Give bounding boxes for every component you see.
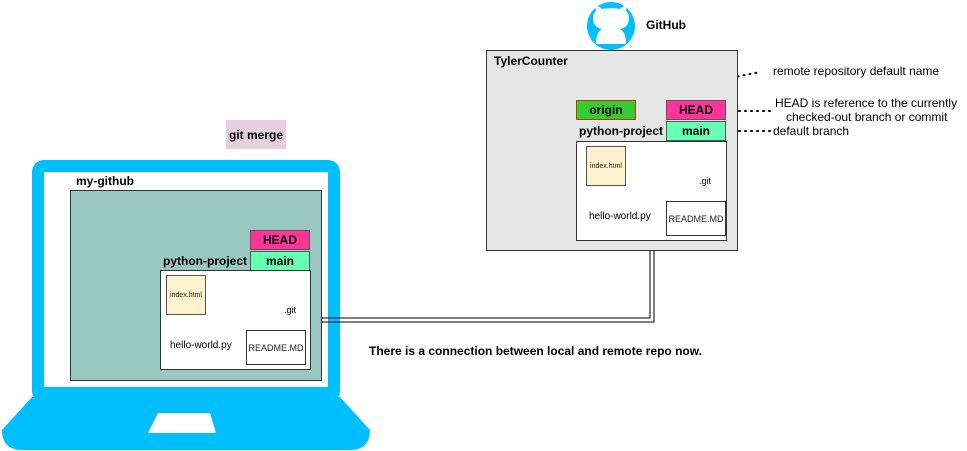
local-head-tag: HEAD xyxy=(250,230,310,250)
local-git-label: .git xyxy=(284,305,297,315)
annotation-default-branch: default branch xyxy=(773,124,850,138)
local-main-branch-tag: main xyxy=(250,251,310,271)
git-merge-label: git merge xyxy=(226,120,286,149)
github-logo-icon xyxy=(587,2,635,50)
remote-main-branch-tag: main xyxy=(666,121,726,141)
local-index-file: index.html xyxy=(166,275,206,315)
remote-git-label: .git xyxy=(699,176,712,186)
local-screen-title: my-github xyxy=(76,174,134,188)
remote-index-file: index.html xyxy=(586,146,626,186)
local-hello-file-label: hello-world.py xyxy=(170,340,232,351)
connection-line xyxy=(310,236,655,323)
annotation-head-line2: checked-out branch or commit xyxy=(786,110,948,124)
annotation-remote-name: remote repository default name xyxy=(773,64,940,78)
remote-user-label: TylerCounter xyxy=(494,54,568,68)
annotation-head-line1: HEAD is reference to the currently xyxy=(775,96,958,110)
laptop-trackpad xyxy=(148,413,216,433)
origin-tag: origin xyxy=(576,100,636,120)
local-readme-file: README.MD xyxy=(246,330,306,365)
remote-head-tag: HEAD xyxy=(666,100,726,120)
remote-project-label: python-project xyxy=(579,124,663,138)
local-project-label: python-project xyxy=(163,254,247,268)
remote-hello-file-label: hello-world.py xyxy=(589,211,651,222)
remote-readme-file: README.MD xyxy=(666,201,726,236)
github-label: GitHub xyxy=(646,18,686,32)
connection-note: There is a connection between local and … xyxy=(369,344,702,358)
